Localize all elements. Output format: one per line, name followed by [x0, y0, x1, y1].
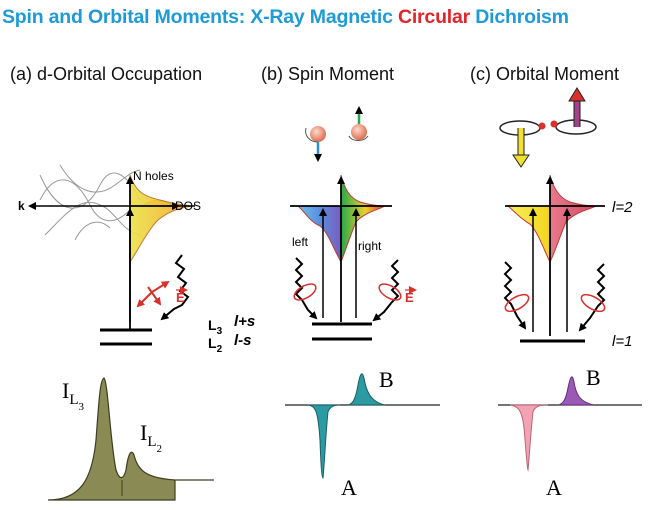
dos-label: DOS — [175, 199, 201, 213]
heading-c: (c) Orbital Moment — [470, 64, 619, 84]
title-part-1: Spin and Orbital Moments: X-Ray Magnetic — [2, 6, 398, 28]
heading-a: (a) d-Orbital Occupation — [10, 64, 202, 84]
peak-b-b: B — [379, 367, 394, 392]
band-structure — [39, 164, 141, 241]
l3-text: L3 — [208, 317, 223, 337]
peak-a-c: A — [546, 475, 562, 500]
xas-fill-a — [47, 377, 176, 501]
xmcd-peak-c — [557, 376, 595, 406]
peak-b-c: B — [586, 365, 601, 390]
orbital-loop-down — [499, 120, 546, 168]
spin-ball-up — [348, 106, 369, 141]
e-vector-a3 — [147, 286, 162, 306]
photon-a — [160, 254, 190, 321]
l3-rule: l+s — [234, 313, 255, 330]
circular-pol-b-right — [378, 283, 402, 301]
l2-rule: l-s — [234, 332, 252, 349]
right-label: right — [358, 239, 382, 253]
heading-b: (b) Spin Moment — [261, 64, 394, 84]
spin-ball-down — [305, 126, 326, 162]
xmcd-dip-c — [509, 404, 549, 472]
left-label: left — [292, 235, 309, 249]
il2-label: IL2 — [140, 420, 162, 455]
k-label: k — [18, 199, 25, 213]
page-title: Spin and Orbital Moments: X-Ray Magnetic… — [2, 6, 667, 29]
photon-b-right — [372, 259, 400, 322]
circular-pol-c-left — [504, 293, 530, 313]
circular-pol-b-left — [293, 283, 317, 301]
dos-left-b — [296, 205, 342, 264]
e-label-a: E — [176, 290, 185, 305]
n-holes-label: N holes — [133, 169, 174, 183]
orbital-loop-up — [550, 87, 597, 135]
title-part-circular: Circular — [397, 6, 471, 28]
l2-text: L2 — [208, 335, 223, 355]
l2-label-c: l=2 — [612, 199, 633, 216]
e-vector-a2 — [151, 280, 170, 293]
photon-c-right — [578, 263, 606, 332]
xmcd-peak-b — [347, 373, 386, 406]
photon-b-left — [294, 257, 318, 320]
dos-right-c — [549, 174, 597, 263]
circular-pol-c-right — [580, 293, 606, 313]
e-vector-a1 — [136, 291, 153, 308]
title-part-3: Dichroism — [470, 6, 569, 28]
dos-shape-a — [129, 174, 193, 264]
dos-left-c — [506, 205, 551, 263]
l1-label-c: l=1 — [612, 333, 632, 350]
peak-a-b: A — [341, 475, 357, 500]
il3-label: IL3 — [62, 378, 85, 413]
e-label-b: E — [405, 290, 414, 305]
xmcd-dip-b — [307, 404, 341, 479]
